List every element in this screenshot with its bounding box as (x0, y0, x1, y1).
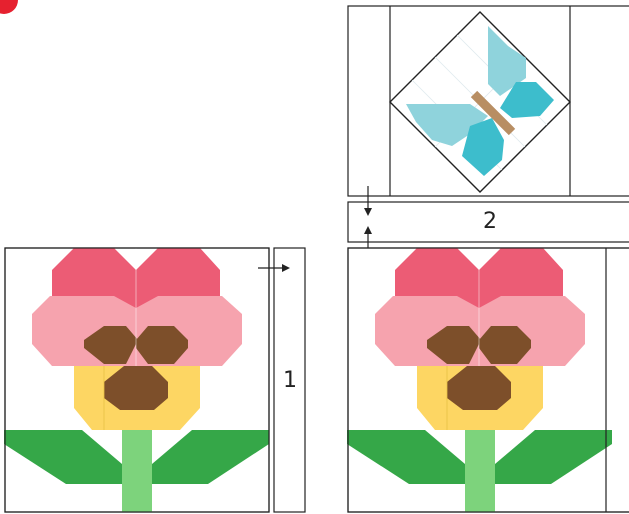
butterfly-block (348, 6, 629, 196)
pansy-block-right (347, 248, 629, 512)
strip-2-label: 2 (483, 209, 497, 234)
pansy-block-left (4, 248, 269, 512)
strip-1-label: 1 (283, 368, 297, 393)
step-marker (0, 0, 18, 14)
strip-2: 2 (348, 202, 629, 242)
strip-1: 1 (274, 248, 305, 512)
